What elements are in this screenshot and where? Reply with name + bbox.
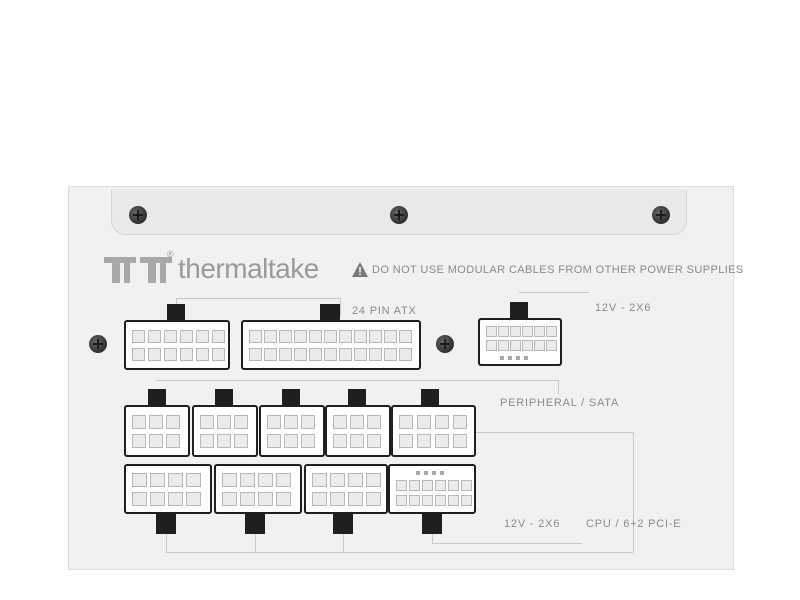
- label-12v-2x6-bottom: 12V - 2X6: [504, 518, 561, 530]
- guide-line: [633, 432, 634, 552]
- atx-connector-right: [241, 320, 421, 370]
- warning-text: DO NOT USE MODULAR CABLES FROM OTHER POW…: [372, 264, 744, 276]
- cpu-pcie-connector-2: [214, 464, 302, 514]
- guide-line: [340, 298, 341, 316]
- guide-line: [558, 380, 559, 394]
- peripheral-connector-3: [259, 405, 325, 457]
- guide-line: [343, 534, 344, 552]
- peripheral-connector-2: [192, 405, 258, 457]
- brand-name: thermaltake: [178, 253, 319, 284]
- atx-connector-left: [124, 320, 230, 370]
- guide-line: [476, 432, 633, 433]
- label-peripheral-sata: PERIPHERAL / SATA: [500, 397, 620, 409]
- screw-icon: [652, 206, 670, 224]
- guide-line: [176, 298, 340, 299]
- connector-latch: [148, 389, 166, 407]
- warning-triangle-icon: [352, 262, 368, 277]
- label-24pin-atx: 24 PIN ATX: [352, 305, 417, 317]
- connector-latch: [348, 389, 366, 407]
- peripheral-connector-5: [391, 405, 476, 457]
- cpu-pcie-connector-3: [304, 464, 388, 514]
- peripheral-connector-1: [124, 405, 190, 457]
- guide-line: [519, 292, 589, 293]
- guide-line: [166, 552, 633, 553]
- connector-latch: [282, 389, 300, 407]
- screw-icon: [390, 206, 408, 224]
- connector-latch: [320, 304, 340, 322]
- connector-latch: [245, 512, 265, 534]
- guide-line: [166, 534, 167, 552]
- guide-line: [432, 534, 433, 544]
- cpu-pcie-connector-1: [124, 464, 212, 514]
- screw-icon: [436, 335, 454, 353]
- connector-latch: [215, 389, 233, 407]
- guide-line: [176, 298, 177, 304]
- guide-line: [432, 543, 582, 544]
- guide-line: [156, 380, 558, 381]
- label-12v-2x6-top: 12V - 2X6: [595, 302, 652, 314]
- 12v-2x6-connector-top: [478, 318, 562, 366]
- connector-latch: [510, 302, 528, 320]
- connector-latch: [167, 304, 185, 322]
- peripheral-connector-4: [325, 405, 391, 457]
- thermaltake-tt-logo-icon: [104, 257, 172, 283]
- connector-latch: [422, 512, 442, 534]
- trademark-mark: ®: [167, 249, 174, 259]
- 12v-2x6-connector-bottom: [388, 464, 476, 514]
- connector-latch: [333, 512, 353, 534]
- connector-latch: [421, 389, 439, 407]
- label-cpu-pcie: CPU / 6+2 PCI-E: [586, 518, 682, 530]
- screw-icon: [129, 206, 147, 224]
- connector-latch: [156, 512, 176, 534]
- screw-icon: [89, 335, 107, 353]
- guide-line: [255, 534, 256, 552]
